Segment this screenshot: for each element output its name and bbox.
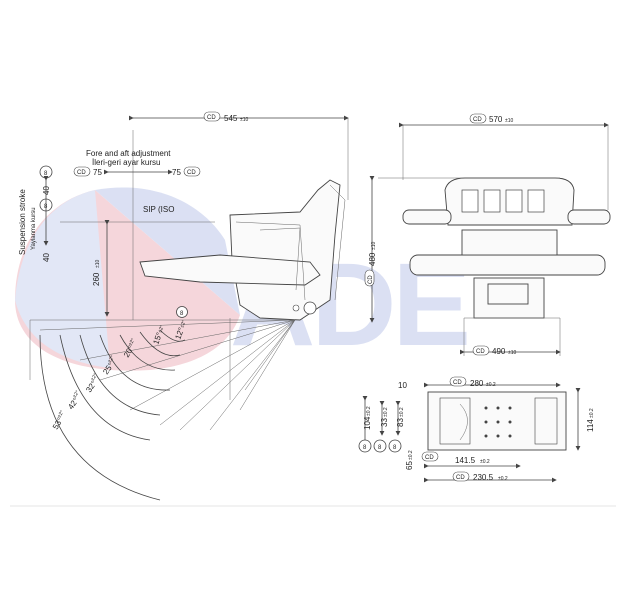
svg-text:±0.2: ±0.2 (383, 407, 389, 417)
front-width-label: 570 (489, 115, 503, 124)
svg-text:65: 65 (405, 461, 414, 470)
svg-text:8: 8 (363, 445, 367, 451)
plate-side-label: 114 (586, 419, 595, 432)
svg-text:±2°: ±2° (57, 409, 66, 419)
svg-text:±10: ±10 (95, 259, 101, 268)
svg-text:±2°: ±2° (107, 355, 116, 365)
front-height-label: 480 (368, 252, 377, 266)
svg-text:±0.2: ±0.2 (366, 406, 372, 416)
fore-aft-title-tr: İleri-geri ayar kursu (92, 158, 160, 167)
angle-arcs (39, 329, 186, 501)
svg-text:±2°: ±2° (157, 325, 165, 334)
fore-aft-title-en: Fore and aft adjustment (86, 149, 171, 158)
svg-text:CD: CD (368, 275, 374, 284)
svg-text:±10: ±10 (505, 118, 514, 124)
front-bottom-label: 490 (492, 347, 506, 356)
suspension-label-tr: Yaylanma kursu (31, 207, 37, 250)
svg-text:±2°: ±2° (90, 373, 99, 383)
plate-offset: 10 (398, 381, 407, 390)
svg-text:8: 8 (180, 311, 184, 317)
svg-text:±2°: ±2° (72, 390, 81, 400)
stroke-up: 40 (42, 186, 51, 195)
svg-text:8: 8 (393, 445, 397, 451)
svg-text:CD: CD (456, 475, 465, 481)
svg-text:42°: 42° (66, 396, 80, 411)
svg-text:53°: 53° (51, 416, 65, 431)
svg-text:CD: CD (207, 115, 216, 121)
svg-text:±10: ±10 (240, 117, 249, 123)
fore-aft-right: 75 (172, 168, 181, 177)
svg-text:±0.2: ±0.2 (399, 407, 405, 417)
svg-text:32°: 32° (84, 379, 98, 394)
svg-text:83: 83 (396, 418, 405, 427)
fore-aft-left: 75 (93, 168, 102, 177)
plate-mid-label: 141.5 (455, 456, 476, 465)
svg-text:±0.2: ±0.2 (486, 382, 496, 388)
svg-text:±2°: ±2° (179, 320, 187, 329)
svg-text:±10: ±10 (508, 350, 517, 356)
plate-width-label: 280 (470, 379, 484, 388)
svg-text:CD: CD (77, 170, 86, 176)
svg-text:±2°: ±2° (128, 337, 137, 347)
plate-overall-label: 230.5 (473, 473, 494, 482)
side-height-label: 260 (92, 272, 101, 286)
svg-text:CD: CD (453, 380, 462, 386)
svg-text:12°: 12° (173, 326, 186, 340)
side-view: CD 545 ±10 Fore and aft adjustment İleri… (18, 111, 349, 501)
svg-text:±0.2: ±0.2 (498, 476, 508, 482)
side-width-dim: CD 545 ±10 (203, 111, 249, 123)
base-plate-view: 10 CD 280 ±0.2 104 ±0.2 33 ±0.2 83 ±0.2 … (358, 376, 595, 483)
svg-text:CD: CD (425, 455, 434, 461)
svg-text:CD: CD (476, 349, 485, 355)
front-view: CD 570 ±10 CD 480 ±10 CD 490 ±10 (364, 113, 611, 356)
svg-text:33: 33 (380, 418, 389, 427)
backrest-angle-rays (29, 318, 296, 431)
suspension-label-en: Suspension stroke (18, 189, 27, 255)
svg-text:CD: CD (187, 170, 196, 176)
svg-text:±0.2: ±0.2 (589, 408, 595, 418)
stroke-down: 40 (42, 253, 51, 262)
svg-text:±0.2: ±0.2 (408, 450, 414, 460)
svg-text:CD: CD (473, 117, 482, 123)
svg-text:8: 8 (378, 445, 382, 451)
svg-text:104: 104 (363, 416, 372, 430)
svg-text:8: 8 (44, 171, 48, 177)
svg-text:±10: ±10 (371, 241, 377, 250)
svg-text:±0.2: ±0.2 (480, 459, 490, 465)
svg-text:15°: 15° (151, 331, 164, 345)
svg-text:545: 545 (224, 114, 238, 123)
sip-label: SIP (ISO (143, 205, 174, 214)
angle-labels: 12° ±2° 15° ±2° 20° ±2° 25° ±2° 32° ±2° … (51, 320, 188, 431)
